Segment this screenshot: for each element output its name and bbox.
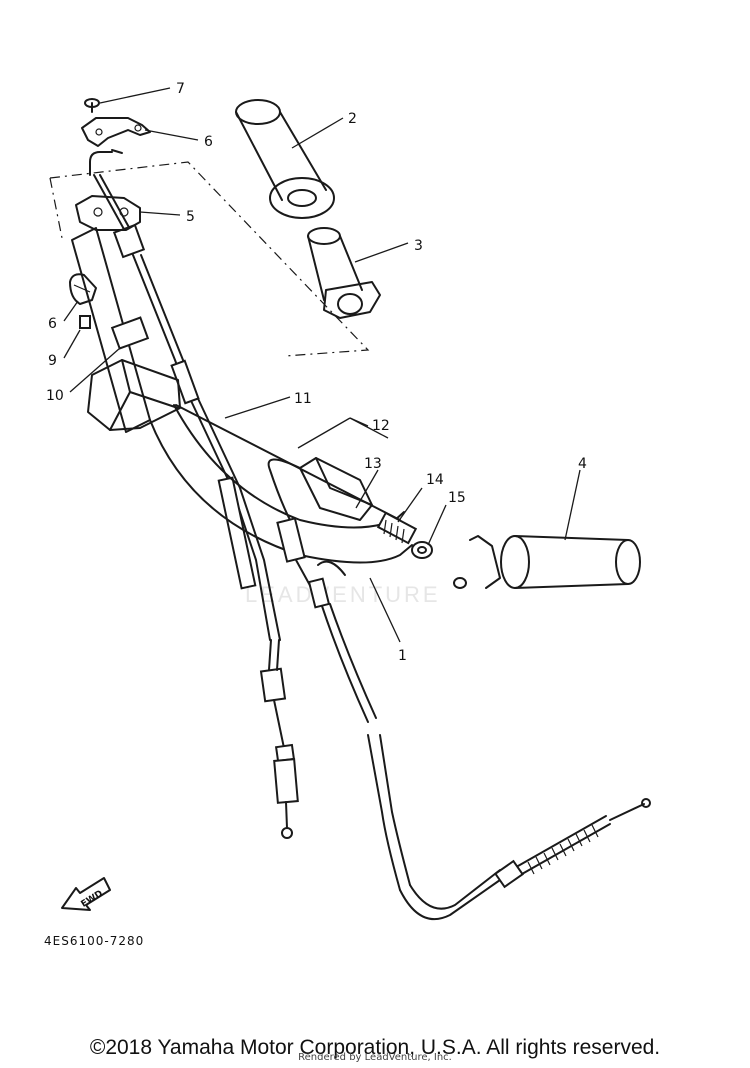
fwd-arrow-icon: FWD bbox=[61, 877, 111, 911]
callout-7: 6 bbox=[204, 134, 213, 150]
part-2-grip bbox=[235, 99, 335, 219]
subassembly-boundary bbox=[49, 161, 370, 357]
watermark: LEADVENTURE bbox=[245, 582, 441, 607]
render-note: Rendered by LeadVenture, Inc. bbox=[298, 1052, 452, 1063]
callout-10: 10 bbox=[46, 388, 64, 404]
callout-3: 3 bbox=[414, 238, 423, 254]
callout-4: 4 bbox=[578, 456, 587, 472]
callout-11: 11 bbox=[294, 391, 312, 407]
callout-6: 6 bbox=[48, 316, 57, 332]
part-13-clutch-holder bbox=[299, 457, 373, 521]
callout-15: 15 bbox=[448, 490, 466, 506]
callout-labels: 7 6 2 3 5 6 9 10 11 12 13 14 15 4 1 bbox=[46, 81, 587, 664]
callout-13: 13 bbox=[364, 456, 382, 472]
callout-2: 2 bbox=[348, 111, 357, 127]
part-9-bolt bbox=[79, 315, 91, 329]
part-5-throttle-housing bbox=[75, 195, 141, 231]
callout-5: 5 bbox=[186, 209, 195, 225]
part-3-throttle-tube bbox=[307, 227, 381, 319]
part-7-cover bbox=[81, 117, 151, 147]
callout-12: 12 bbox=[372, 418, 390, 434]
part-4-grip bbox=[453, 535, 641, 589]
copyright-notice: ©2018 Yamaha Motor Corporation, U.S.A. A… bbox=[89, 1036, 661, 1059]
part-8-screw bbox=[84, 98, 100, 113]
part-14-adjuster bbox=[376, 511, 418, 545]
callout-8: 7 bbox=[176, 81, 185, 97]
part-1-clutch-cable bbox=[267, 458, 651, 920]
diagram-code: 4ES6100-7280 bbox=[44, 934, 144, 948]
leader-lines bbox=[63, 87, 581, 643]
callout-9: 9 bbox=[48, 353, 57, 369]
callout-14: 14 bbox=[426, 472, 444, 488]
part-15-locknut bbox=[411, 541, 433, 559]
callout-1: 1 bbox=[398, 648, 407, 664]
part-11-throttle-cable bbox=[89, 149, 299, 839]
handlebar-left bbox=[71, 227, 181, 433]
